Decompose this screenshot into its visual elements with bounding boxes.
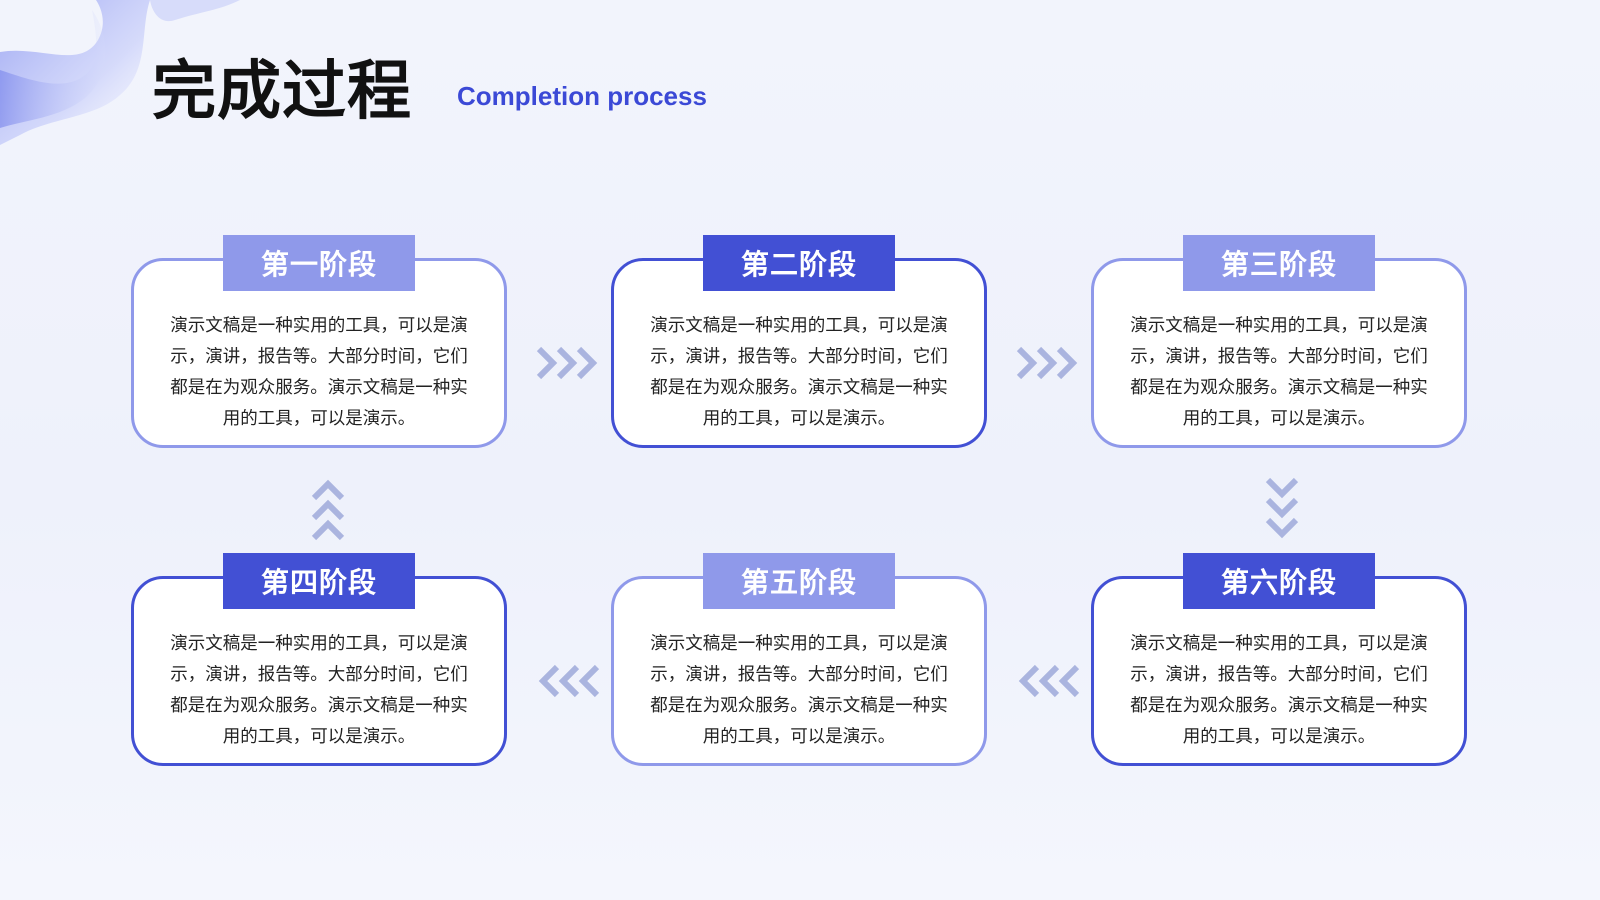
page-title: 完成过程: [152, 55, 412, 129]
stage-text-3: 演示文稿是一种实用的工具，可以是演示，演讲，报告等。大部分时间，它们都是在为观众…: [1130, 316, 1428, 429]
stage-card-3: 第三阶段 演示文稿是一种实用的工具，可以是演示，演讲，报告等。大部分时间，它们都…: [1091, 235, 1467, 448]
stage-label-2: 第二阶段: [703, 235, 895, 291]
stage-text-2: 演示文稿是一种实用的工具，可以是演示，演讲，报告等。大部分时间，它们都是在为观众…: [650, 316, 948, 429]
stage-label-6: 第六阶段: [1183, 553, 1375, 609]
stage-text-6: 演示文稿是一种实用的工具，可以是演示，演讲，报告等。大部分时间，它们都是在为观众…: [1130, 634, 1428, 747]
stage-label-4: 第四阶段: [223, 553, 415, 609]
stage-card-1: 第一阶段 演示文稿是一种实用的工具，可以是演示，演讲，报告等。大部分时间，它们都…: [131, 235, 507, 448]
stage-card-2: 第二阶段 演示文稿是一种实用的工具，可以是演示，演讲，报告等。大部分时间，它们都…: [611, 235, 987, 448]
chevron-left-icon: [538, 664, 600, 698]
stage-label-5: 第五阶段: [703, 553, 895, 609]
stage-text-1: 演示文稿是一种实用的工具，可以是演示，演讲，报告等。大部分时间，它们都是在为观众…: [170, 316, 468, 429]
chevron-right-icon: [1016, 346, 1078, 380]
ribbon-decoration: [0, 0, 240, 145]
chevron-up-icon: [311, 479, 345, 541]
stage-label-3: 第三阶段: [1183, 235, 1375, 291]
stage-label-1: 第一阶段: [223, 235, 415, 291]
chevron-left-icon: [1018, 664, 1080, 698]
stage-text-5: 演示文稿是一种实用的工具，可以是演示，演讲，报告等。大部分时间，它们都是在为观众…: [650, 634, 948, 747]
stage-card-5: 第五阶段 演示文稿是一种实用的工具，可以是演示，演讲，报告等。大部分时间，它们都…: [611, 553, 987, 766]
stage-card-6: 第六阶段 演示文稿是一种实用的工具，可以是演示，演讲，报告等。大部分时间，它们都…: [1091, 553, 1467, 766]
stage-text-4: 演示文稿是一种实用的工具，可以是演示，演讲，报告等。大部分时间，它们都是在为观众…: [170, 634, 468, 747]
chevron-right-icon: [536, 346, 598, 380]
page-subtitle: Completion process: [457, 81, 707, 111]
chevron-down-icon: [1265, 477, 1299, 539]
stage-card-4: 第四阶段 演示文稿是一种实用的工具，可以是演示，演讲，报告等。大部分时间，它们都…: [131, 553, 507, 766]
